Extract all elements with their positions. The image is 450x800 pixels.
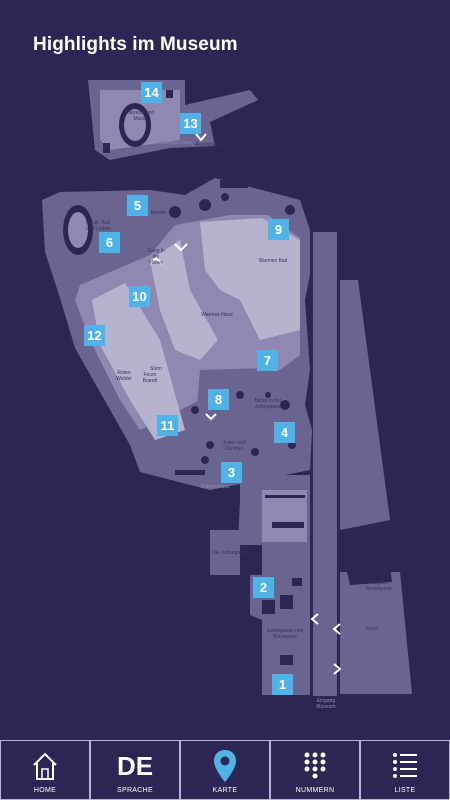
label-warmes-haus: Warmes Haus	[201, 312, 233, 318]
label-literatur: Literatur und Musik	[125, 110, 155, 122]
marker-9[interactable]: 9	[268, 219, 289, 240]
right-wing	[340, 280, 390, 530]
page-title: Highlights im Museum	[33, 34, 238, 55]
marker-4[interactable]: 4	[274, 422, 295, 443]
list-icon	[361, 749, 449, 783]
bottom-nav: HOME DE SPRACHE KARTE	[0, 740, 450, 800]
nav-nummern[interactable]: NUMMERN	[270, 740, 360, 800]
nav-karte[interactable]: KARTE	[180, 740, 270, 800]
marker-1[interactable]: 1	[272, 674, 293, 695]
nav-sprache-label: SPRACHE	[117, 787, 153, 794]
marker-13[interactable]: 13	[180, 113, 201, 134]
label-ausgabe: Ausgabe Mediaguide	[366, 580, 392, 592]
nav-nummern-label: NUMMERN	[295, 787, 335, 794]
label-warmes-bad: Warmes Bad	[258, 258, 288, 264]
marker-12[interactable]: 12	[84, 325, 105, 346]
language-code-text: DE	[116, 750, 154, 781]
nav-home-label: HOME	[33, 787, 57, 794]
marker-5[interactable]: 5	[127, 195, 148, 216]
label-ausstellung: Ausstellung	[195, 142, 221, 148]
label-juden-christen: Juden und Christen	[222, 440, 246, 452]
label-eingang: Eingang Museum	[316, 698, 336, 710]
east-rooms	[200, 218, 300, 340]
label-untergeschoss: Untergeschoss	[158, 140, 192, 146]
marker-7[interactable]: 7	[257, 350, 278, 371]
nav-liste[interactable]: LISTE	[360, 740, 450, 800]
home-icon	[1, 749, 89, 783]
label-judengasse-boerneplatz: Judengasse und Börneplatz	[266, 628, 304, 640]
central-corridor	[150, 240, 218, 360]
label-gang: Gang in die Mikwe	[147, 248, 165, 266]
label-feuer: Feuer Brandt	[142, 372, 158, 384]
entrance-corridor	[313, 232, 337, 696]
label-erdgeschoss: Erdgeschoss	[200, 484, 230, 490]
nav-karte-label: KARTE	[212, 787, 238, 794]
keypad-icon	[271, 749, 359, 783]
label-bilder: Bilder in der Judengasse	[254, 398, 282, 410]
marker-8[interactable]: 8	[208, 389, 229, 410]
marker-3[interactable]: 3	[221, 462, 242, 483]
label-roten: Roten Widder	[116, 370, 132, 382]
nav-home[interactable]: HOME	[0, 740, 90, 800]
museum-map[interactable]: Literatur und Musik Berufe Kunst, Kult u…	[0, 70, 450, 740]
marker-11[interactable]: 11	[157, 415, 178, 436]
west-wing	[92, 283, 185, 440]
language-code: DE	[91, 749, 179, 783]
map-pin-icon	[181, 749, 269, 783]
label-foyer: Foyer	[365, 626, 379, 632]
label-stern: Stern	[150, 366, 162, 372]
marker-6[interactable]: 6	[99, 232, 120, 253]
label-kunst: Kunst, Kult und Leben	[85, 220, 111, 232]
label-berufe: Berufe	[150, 210, 166, 216]
nav-sprache[interactable]: DE SPRACHE	[90, 740, 180, 800]
nav-liste-label: LISTE	[394, 787, 416, 794]
marker-14[interactable]: 14	[141, 82, 162, 103]
marker-2[interactable]: 2	[253, 577, 274, 598]
marker-10[interactable]: 10	[129, 286, 150, 307]
label-judengasse: Die Judengasse	[212, 550, 248, 556]
